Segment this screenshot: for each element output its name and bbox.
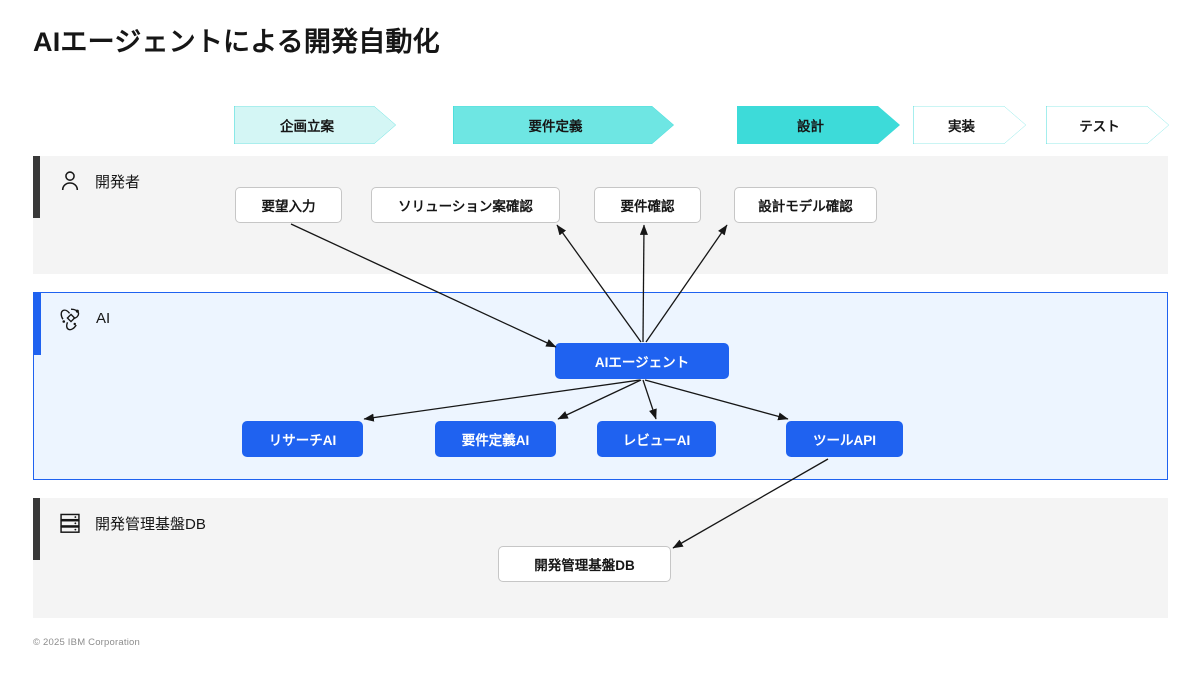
node-tool-api[interactable]: ツールAPI [786,421,903,457]
process-step-4[interactable]: 実装 [913,106,1026,144]
process-step-label: 要件定義 [528,119,583,134]
node-label: ソリューション案確認 [398,199,533,214]
node-label: 設計モデル確認 [758,199,853,214]
process-step-1[interactable]: 企画立案 [234,106,396,144]
server-stack-icon [57,510,83,536]
node-label: 要件確認 [620,199,675,214]
swimlane-header: 開発者 [57,168,140,194]
node-label: 要件定義AI [461,433,530,448]
node-requirements-ai[interactable]: 要件定義AI [435,421,556,457]
swimlane-accent-bar [33,156,40,218]
node-label: リサーチAI [268,433,337,448]
process-step-5[interactable]: テスト [1046,106,1169,144]
process-step-fill [234,106,395,144]
process-step-fill [737,106,899,144]
node-label: AIエージェント [594,355,690,370]
node-solution-review[interactable]: ソリューション案確認 [371,187,560,223]
swimlane-title: AI [96,309,111,327]
page-title: AIエージェントによる開発自動化 [33,27,440,57]
swimlane-title: 開発管理基盤DB [95,515,206,533]
process-step-label: 設計 [797,119,824,134]
node-label: 開発管理基盤DB [534,558,635,573]
node-design-review[interactable]: 設計モデル確認 [734,187,877,223]
process-step-3[interactable]: 設計 [737,106,900,144]
node-research-ai[interactable]: リサーチAI [242,421,363,457]
ai-orbit-icon [58,305,84,331]
node-label: レビューAI [622,433,691,448]
process-step-label: 企画立案 [280,119,334,134]
swimlane-header: 開発管理基盤DB [57,510,206,536]
swimlane-title: 開発者 [95,173,141,191]
copyright-footer: © 2025 IBM Corporation [33,637,140,648]
node-review-ai[interactable]: レビューAI [597,421,716,457]
node-dev-db[interactable]: 開発管理基盤DB [498,546,671,582]
swimlane-accent-bar [33,498,40,560]
node-req-input[interactable]: 要望入力 [235,187,342,223]
process-step-2[interactable]: 要件定義 [453,106,674,144]
process-step-fill [454,106,674,144]
node-req-review[interactable]: 要件確認 [594,187,701,223]
node-label: 要望入力 [261,199,316,214]
swimlane-accent-bar [34,293,41,355]
process-step-label: テスト [1079,119,1120,134]
process-step-label: 実装 [948,119,975,134]
swimlane-header: AI [58,305,110,331]
node-label: ツールAPI [812,433,876,448]
node-ai-agent[interactable]: AIエージェント [555,343,729,379]
user-icon [57,168,83,194]
process-step-fill [913,106,1025,144]
process-step-fill [1046,106,1168,144]
